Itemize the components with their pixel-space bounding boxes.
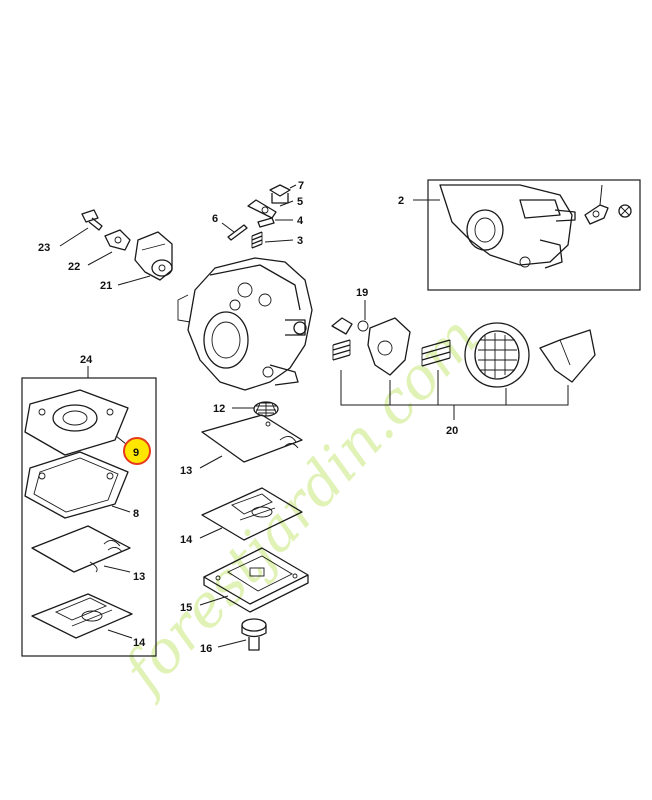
- callout-12: 12: [213, 403, 225, 415]
- spring-3: [251, 231, 263, 249]
- callout-20: 20: [446, 425, 458, 437]
- watermark-text: forestjardin.com: [108, 303, 492, 707]
- carburetor-body: [177, 257, 313, 391]
- spring-right: [421, 339, 451, 367]
- knob-handle: [539, 329, 596, 383]
- callout-14-left: 14: [133, 637, 146, 649]
- spring-left: [332, 339, 351, 361]
- clip-22: [104, 229, 131, 251]
- callout-2: 2: [398, 195, 404, 207]
- callout-15: 15: [180, 602, 192, 614]
- pin-4: [257, 217, 275, 228]
- callout-23: 23: [38, 242, 50, 254]
- callout-7: 7: [298, 180, 304, 192]
- kit-box-24: [21, 377, 157, 657]
- callout-19: 19: [356, 287, 368, 299]
- gasket-13-center: [201, 414, 303, 463]
- throttle-lever: [584, 184, 609, 225]
- diaphragm-9: [24, 389, 129, 456]
- callout-4: 4: [297, 215, 304, 227]
- screw-16: [241, 618, 267, 651]
- callout-16: 16: [200, 643, 212, 655]
- callout-24: 24: [80, 354, 93, 366]
- callout-9: 9: [133, 447, 139, 459]
- shaft-6: [227, 224, 248, 241]
- callout-3: 3: [297, 235, 303, 247]
- gasket-13-left: [31, 525, 131, 573]
- callout-6: 6: [212, 213, 218, 225]
- watermark-logo: forestjardin.com: [108, 303, 492, 707]
- gasket-8: [24, 451, 129, 519]
- callout-13-left: 13: [133, 571, 145, 583]
- lever-19: [331, 317, 369, 335]
- diaphragm-14-center: [201, 487, 303, 541]
- callout-21: 21: [100, 280, 112, 292]
- callout-13-center: 13: [180, 465, 192, 477]
- diaphragm-14-left: [31, 593, 133, 639]
- screw-7: [269, 184, 291, 204]
- lever-5: [247, 199, 277, 219]
- callout-22: 22: [68, 261, 80, 273]
- choke-lever: [367, 317, 411, 376]
- nut-small: [618, 204, 632, 218]
- callout-14-center: 14: [180, 534, 193, 546]
- callout-8: 8: [133, 508, 139, 520]
- highlight-9: 9: [123, 437, 151, 465]
- callout-5: 5: [297, 196, 303, 208]
- knob-housing: [464, 322, 530, 388]
- screw-23: [81, 209, 103, 231]
- cover-15: [203, 547, 309, 613]
- screen-12: [253, 401, 279, 417]
- inset-box-carburetor: [427, 179, 641, 291]
- solenoid-21: [134, 231, 173, 281]
- carburetor-inset: [439, 184, 576, 269]
